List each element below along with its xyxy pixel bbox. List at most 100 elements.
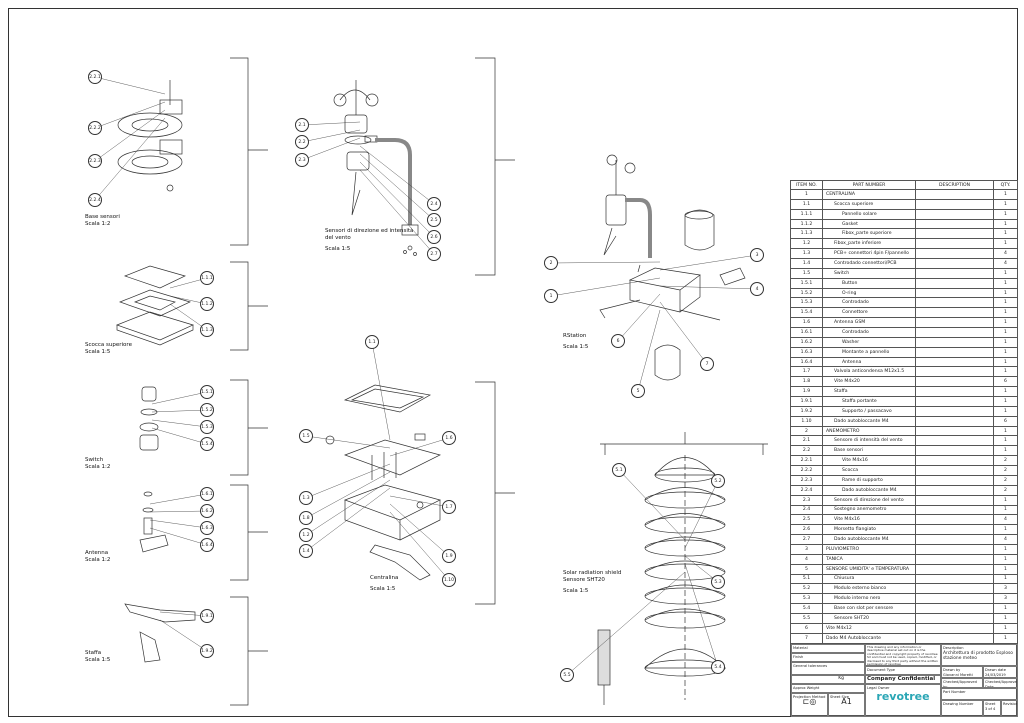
- leader-line: [617, 293, 661, 342]
- bom-item-no: 2.2: [790, 445, 823, 457]
- callout-balloon: 1.7: [442, 500, 456, 514]
- bom-qty: 1: [993, 563, 1018, 575]
- bom-description: [915, 327, 994, 338]
- bom-description: [915, 198, 994, 210]
- callout-balloon: 3: [750, 248, 764, 262]
- bom-qty: 1: [993, 228, 1018, 240]
- bom-item-no: 1.6.4: [790, 356, 823, 368]
- leader-line: [618, 469, 686, 541]
- leader-line: [149, 510, 208, 513]
- bom-item-no: 1.1.3: [790, 228, 823, 240]
- bom-item-no: 1.1.2: [790, 218, 823, 230]
- bom-item-no: 1.9.2: [790, 405, 823, 417]
- callout-balloon: 1.8: [299, 511, 313, 525]
- bom-part-number: Dado autobloccante M4: [822, 484, 916, 496]
- bom-part-number: Supporto / passacavo: [822, 405, 916, 417]
- bom-description: [915, 238, 994, 250]
- callout-balloon: 5: [631, 384, 645, 398]
- view-title: Switch: [85, 457, 104, 463]
- bom-item-no: 2.3: [790, 494, 823, 506]
- leader-line: [550, 277, 661, 297]
- callout-balloon: 2.2: [295, 135, 309, 149]
- callout-balloon: 2.2.1: [88, 70, 102, 84]
- bom-item-no: 2.7: [790, 534, 823, 545]
- leader-line: [305, 471, 391, 519]
- bom-item-no: 1.8: [790, 376, 823, 388]
- bom-description: [915, 435, 994, 447]
- bom-qty: 1: [993, 612, 1018, 624]
- bom-qty: 1: [993, 366, 1018, 378]
- bom-part-number: ANEMOMETRO: [822, 425, 916, 437]
- material-label: Material: [791, 644, 865, 653]
- bom-description: [915, 366, 994, 378]
- bom-qty: 1: [993, 198, 1018, 210]
- bom-item-no: 1.4: [790, 258, 823, 269]
- leader-line: [566, 571, 686, 676]
- leader-line: [637, 309, 661, 392]
- view-scale: Scala 1:5: [85, 349, 111, 355]
- drawing-number-label: Drawing Number: [941, 700, 983, 717]
- bom-part-number: Modulo interno nero: [822, 593, 916, 605]
- view-label-anemometro: Sensori di direzione ed intensità del ve…: [325, 228, 420, 253]
- callout-balloon: 1.6.4: [200, 538, 214, 552]
- bom-qty: 1: [993, 297, 1018, 309]
- brackets: [230, 57, 768, 706]
- bom-item-no: 1.10: [790, 415, 823, 427]
- bom-qty: 1: [993, 238, 1018, 250]
- bom-part-number: Controdado connettori/PCB: [822, 258, 916, 269]
- bom-description: [915, 553, 994, 565]
- bom-part-number: Base sensori: [822, 445, 916, 457]
- bom-part-number: PLUVIOMETRO: [822, 543, 916, 555]
- bom-item-no: 1: [790, 189, 823, 200]
- rstation-assembly: [599, 154, 746, 381]
- base-sensori-parts: [117, 80, 183, 192]
- leader-line: [305, 463, 391, 499]
- view-title: Solar radiation shield: [563, 570, 622, 576]
- bom-qty: 1: [993, 386, 1018, 398]
- callout-balloon: 5.3: [711, 575, 725, 589]
- sheet-label: Sheet: [985, 702, 996, 706]
- leader-line: [684, 480, 719, 549]
- bom-item-no: 1.2: [790, 238, 823, 250]
- description-value: Architettura di prodotto Esploso stazion…: [943, 650, 1013, 661]
- view-scale: Scala 1:5: [370, 586, 396, 592]
- drawn-by-value: Giovanni Moretti: [943, 672, 973, 677]
- bom-part-number: Valvola anticondensa M12x1.5: [822, 366, 916, 378]
- bom-part-number: Scocca: [822, 465, 916, 476]
- shield-assembly: [597, 455, 726, 705]
- bom-part-number: Vite M4x16: [822, 514, 916, 526]
- finish-label: Finish: [791, 653, 865, 662]
- callout-balloon: 1.4: [299, 544, 313, 558]
- bom-qty: 1: [993, 494, 1018, 506]
- bom-description: [915, 603, 994, 614]
- bom-part-number: Vite M4x20: [822, 376, 916, 388]
- bom-description: [915, 524, 994, 536]
- bom-qty: 1: [993, 287, 1018, 299]
- callout-balloon: 1.10: [442, 573, 456, 587]
- bom-part-number: Rame di supporto: [822, 474, 916, 486]
- bom-description: [915, 583, 994, 595]
- view-title: Antenna: [85, 550, 109, 556]
- bom-item-no: 5.4: [790, 603, 823, 614]
- bom-qty: 2: [993, 484, 1018, 496]
- bom-description: [915, 425, 994, 437]
- bom-description: [915, 189, 994, 200]
- bom-qty: 2: [993, 474, 1018, 486]
- leader-line: [684, 563, 719, 668]
- bom-description: [915, 336, 994, 348]
- bom-description: [915, 474, 994, 486]
- bom-item-no: 1.5: [790, 267, 823, 279]
- bom-qty: 1: [993, 356, 1018, 368]
